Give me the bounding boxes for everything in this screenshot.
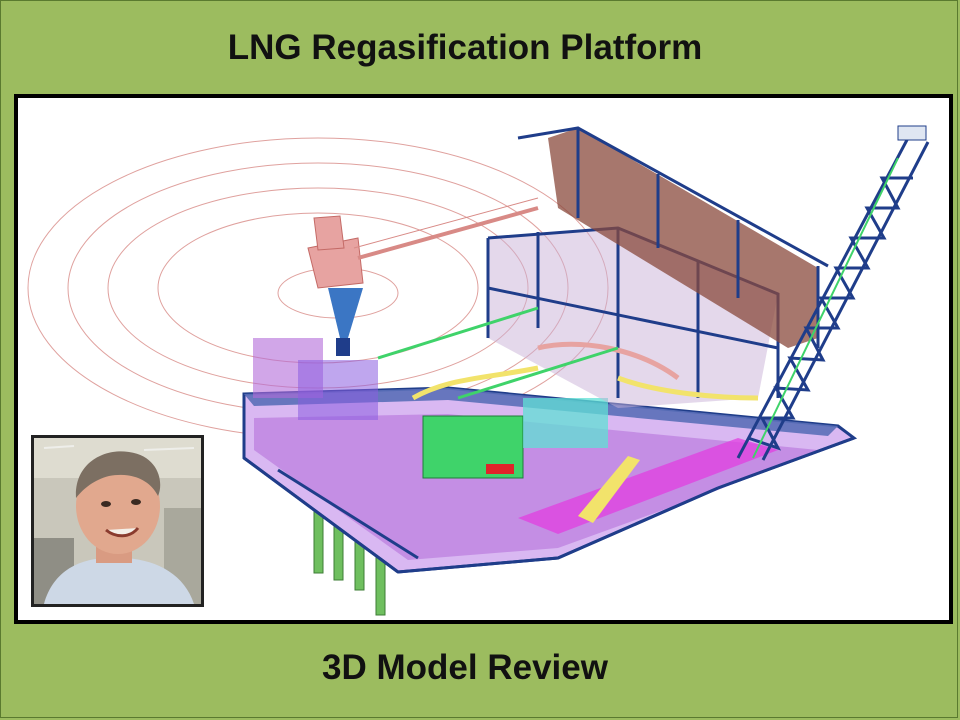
pipework bbox=[377, 306, 759, 401]
pedestal-crane bbox=[307, 197, 539, 356]
stairway bbox=[578, 456, 640, 523]
platform-model-drawing bbox=[27, 125, 930, 616]
module-cyan bbox=[523, 398, 608, 448]
presenter-photo bbox=[34, 438, 201, 604]
brown-rack bbox=[548, 128, 818, 348]
slide-subtitle: 3D Model Review bbox=[322, 648, 608, 687]
equipment-red bbox=[486, 464, 514, 474]
presenter-webcam bbox=[31, 435, 204, 607]
flare-boom bbox=[736, 137, 930, 461]
slide-title: LNG Regasification Platform bbox=[227, 28, 703, 67]
